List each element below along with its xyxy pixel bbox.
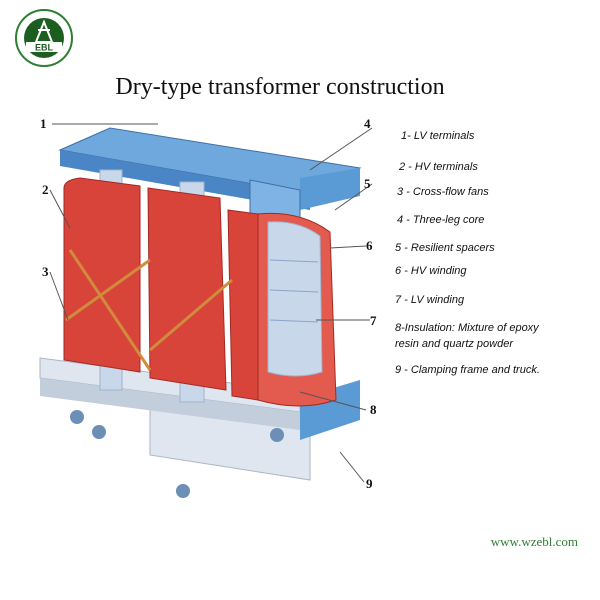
company-logo: EBL — [14, 8, 74, 68]
wheel — [92, 425, 106, 439]
website-url: www.wzebl.com — [490, 534, 578, 549]
top-clamping-frame — [58, 127, 362, 210]
legend-item: 1- LV terminals — [401, 130, 475, 142]
wheel — [270, 428, 284, 442]
callout-5: 5 — [364, 176, 371, 191]
callout-8: 8 — [370, 402, 377, 417]
legend-item: 6 - HV winding — [395, 265, 467, 277]
wheel — [176, 484, 190, 498]
legend-item: 9 - Clamping frame and truck. — [395, 364, 540, 376]
legend-item: 7 - LV winding — [395, 294, 465, 306]
legend-item: 8-Insulation: Mixture of epoxy resin and… — [395, 322, 539, 350]
leader-lines — [49, 123, 373, 483]
hv-terminal-connections — [65, 249, 233, 371]
legend-item: 4 - Three-leg core — [397, 214, 485, 226]
hv-coils — [63, 177, 337, 407]
callout-2: 2 — [42, 182, 49, 197]
legend-item: 2 - HV terminals — [399, 161, 478, 173]
wheel — [70, 410, 84, 424]
callout-4: 4 — [364, 116, 371, 131]
logo-text: EBL — [35, 43, 54, 53]
legend-item: 3 - Cross-flow fans — [397, 186, 489, 198]
diagram-title: Dry-type transformer construction — [115, 74, 445, 100]
callout-1: 1 — [40, 116, 47, 131]
callout-9: 9 — [366, 476, 373, 491]
callout-3: 3 — [42, 264, 49, 279]
legend-item: 5 - Resilient spacers — [395, 242, 495, 254]
callout-7: 7 — [370, 313, 377, 328]
callout-6: 6 — [366, 238, 373, 253]
